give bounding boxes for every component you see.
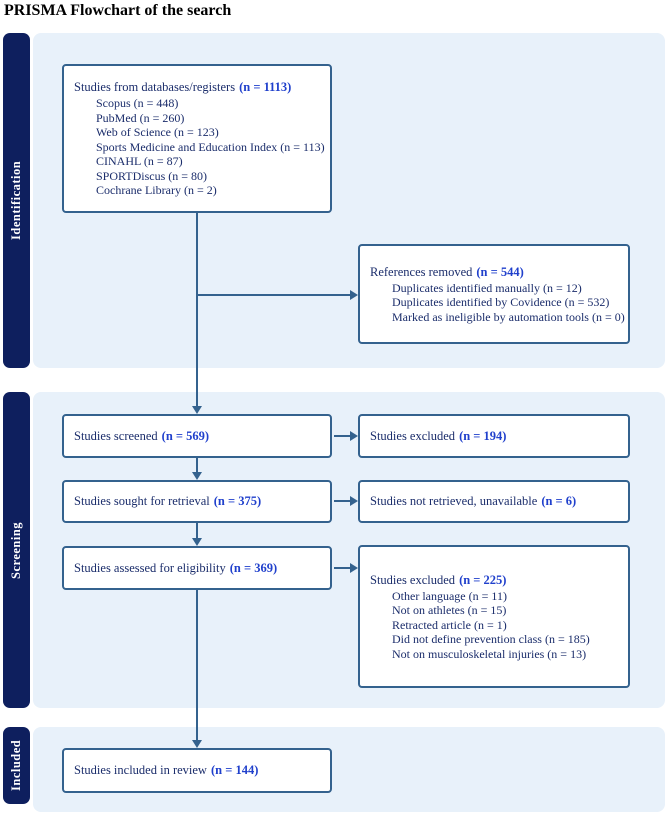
list-item: Duplicates identified by Covidence (n = … (392, 295, 610, 310)
arrowhead-down-screened (192, 406, 202, 414)
box-screened-count: (n = 569) (161, 428, 210, 443)
list-item: Cochrane Library (n = 2) (96, 183, 217, 198)
list-item: SPORTDiscus (n = 80) (96, 168, 208, 183)
box-not-retrieved-count: (n = 6) (541, 494, 577, 508)
box-excluded-eligibility-main: Studies excluded(n = 225) (370, 572, 620, 588)
list-item: Did not define prevention class (n = 185… (392, 632, 590, 647)
box-sought-count: (n = 375) (213, 494, 262, 508)
stage-bar-identification: Identification (3, 33, 30, 368)
box-assessed-count: (n = 369) (229, 560, 278, 575)
list-item: PubMed (n = 260) (96, 110, 185, 125)
list-item: Not on athletes (n = 15) (392, 603, 507, 618)
box-sought-main: Studies sought for retrieval(n = 375) (74, 493, 322, 509)
connector-screened-to-excluded (334, 435, 350, 437)
box-excluded-screening-label: Studies excluded (370, 428, 456, 443)
box-assessed-label: Studies assessed for eligibility (74, 560, 226, 575)
arrowhead-down-included (192, 740, 202, 748)
box-excluded-screening-count: (n = 194) (459, 428, 507, 443)
box-databases: Studies from databases/registers(n = 111… (62, 64, 332, 213)
list-item: Retracted article (n = 1) (392, 617, 507, 632)
list-item: Marked as ineligible by automation tools… (392, 309, 625, 324)
stage-label-screening: Screening (9, 521, 23, 579)
box-included-main: Studies included in review(n = 144) (74, 762, 322, 778)
box-references-removed-main: References removed(n = 544) (370, 264, 620, 280)
box-databases-main: Studies from databases/registers(n = 111… (74, 79, 322, 95)
box-screened-label: Studies screened (74, 428, 158, 443)
box-excluded-eligibility-label: Studies excluded (370, 572, 456, 587)
list-item: Other language (n = 11) (392, 588, 507, 603)
box-assessed-main: Studies assessed for eligibility(n = 369… (74, 560, 322, 576)
box-sought: Studies sought for retrieval(n = 375) (62, 480, 332, 523)
box-databases-count: (n = 1113) (239, 80, 292, 95)
list-item: CINAHL (n = 87) (96, 154, 183, 169)
box-assessed: Studies assessed for eligibility(n = 369… (62, 546, 332, 590)
list-item: Sports Medicine and Education Index (n =… (96, 139, 325, 154)
page-title: PRISMA Flowchart of the search (4, 2, 232, 19)
list-item: Web of Science (n = 123) (96, 125, 219, 140)
box-not-retrieved: Studies not retrieved, unavailable(n = 6… (358, 480, 630, 523)
box-screened-main: Studies screened(n = 569) (74, 428, 322, 444)
connector-sought-to-not-retrieved (334, 500, 350, 502)
box-excluded-eligibility-count: (n = 225) (459, 572, 507, 587)
connector-databases-to-screened (196, 213, 198, 406)
connector-screened-to-sought (196, 458, 198, 472)
connector-assessed-to-excluded (334, 567, 350, 569)
list-item: Not on musculoskeletal injuries (n = 13) (392, 646, 587, 661)
box-references-removed: References removed(n = 544) Duplicates i… (358, 244, 630, 344)
connector-sought-to-assessed (196, 523, 198, 538)
box-not-retrieved-label: Studies not retrieved, unavailable (370, 494, 538, 508)
arrowhead-right-excluded-screening (350, 431, 358, 441)
box-excluded-eligibility: Studies excluded(n = 225) Other language… (358, 545, 630, 688)
box-screened: Studies screened(n = 569) (62, 414, 332, 458)
stage-label-identification: Identification (9, 160, 23, 241)
box-excluded-screening: Studies excluded(n = 194) (358, 414, 630, 458)
list-item: Duplicates identified manually (n = 12) (392, 280, 582, 295)
stage-bar-screening: Screening (3, 392, 30, 708)
arrowhead-down-sought (192, 472, 202, 480)
box-not-retrieved-main: Studies not retrieved, unavailable(n = 6… (370, 493, 620, 509)
box-included: Studies included in review(n = 144) (62, 748, 332, 793)
box-included-label: Studies included in review (74, 763, 207, 777)
box-databases-label: Studies from databases/registers (74, 80, 236, 95)
box-included-count: (n = 144) (210, 763, 259, 777)
arrowhead-right-excluded-eligibility (350, 563, 358, 573)
stage-label-included: Included (9, 739, 23, 792)
box-excluded-screening-main: Studies excluded(n = 194) (370, 428, 620, 444)
box-references-removed-count: (n = 544) (476, 264, 524, 279)
arrowhead-down-assessed (192, 538, 202, 546)
list-item: Scopus (n = 448) (96, 96, 179, 111)
connector-assessed-to-included (196, 590, 198, 740)
arrowhead-right-not-retrieved (350, 496, 358, 506)
box-sought-label: Studies sought for retrieval (74, 494, 210, 508)
box-references-removed-label: References removed (370, 264, 473, 279)
stage-bar-included: Included (3, 727, 30, 804)
connector-to-references-removed (197, 294, 350, 296)
arrowhead-right-references-removed (350, 290, 358, 300)
